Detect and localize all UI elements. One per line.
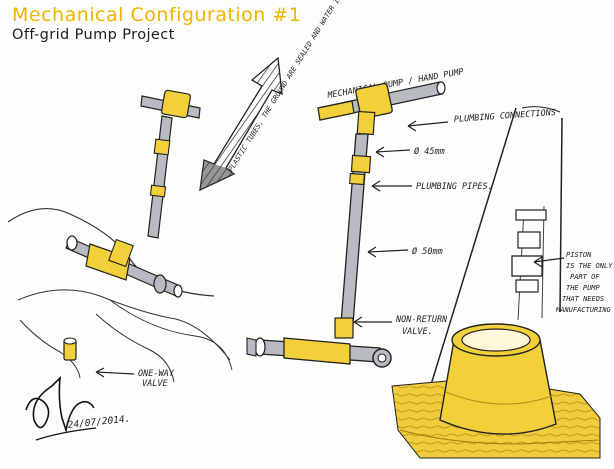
label-piston-2: IS THE ONLY xyxy=(566,262,613,270)
label-plumbing-pipes: PLUMBING PIPES. xyxy=(416,182,493,192)
label-piston-1: PISTON xyxy=(566,251,592,259)
label-non-return-valve-2: VALVE. xyxy=(402,327,433,337)
page-subtitle: Off-grid Pump Project xyxy=(12,27,175,43)
label-diameter-45: Ø 45mm xyxy=(414,146,445,157)
page-title: Mechanical Configuration #1 xyxy=(12,4,302,26)
signature: 24/07/2014. xyxy=(25,375,131,441)
label-piston-3: PART OF xyxy=(570,273,600,281)
label-piston-4: THE PUMP xyxy=(566,284,601,292)
label-piston-5: THAT NEEDS xyxy=(562,295,604,303)
signature-date: 24/07/2014. xyxy=(67,413,131,431)
label-non-return-valve-1: NON-RETURN xyxy=(395,315,448,325)
label-diameter-50: Ø 50mm xyxy=(412,246,443,257)
left-pump-sketch: ONE-WAY VALVE xyxy=(7,89,233,389)
label-plumbing-connections: PLUMBING CONNECTIONS xyxy=(454,108,557,125)
center-pump-sketch: MECHANICAL PUMP / HAND PUMP PLUMBING CON… xyxy=(246,67,557,368)
label-piston-6: MANUFACTURING xyxy=(555,306,612,314)
label-one-way-valve-1: ONE-WAY xyxy=(138,369,175,379)
label-one-way-valve-2: VALVE xyxy=(142,379,168,389)
piston-cross-section-sketch: PISTON IS THE ONLY PART OF THE PUMP THAT… xyxy=(391,106,613,459)
